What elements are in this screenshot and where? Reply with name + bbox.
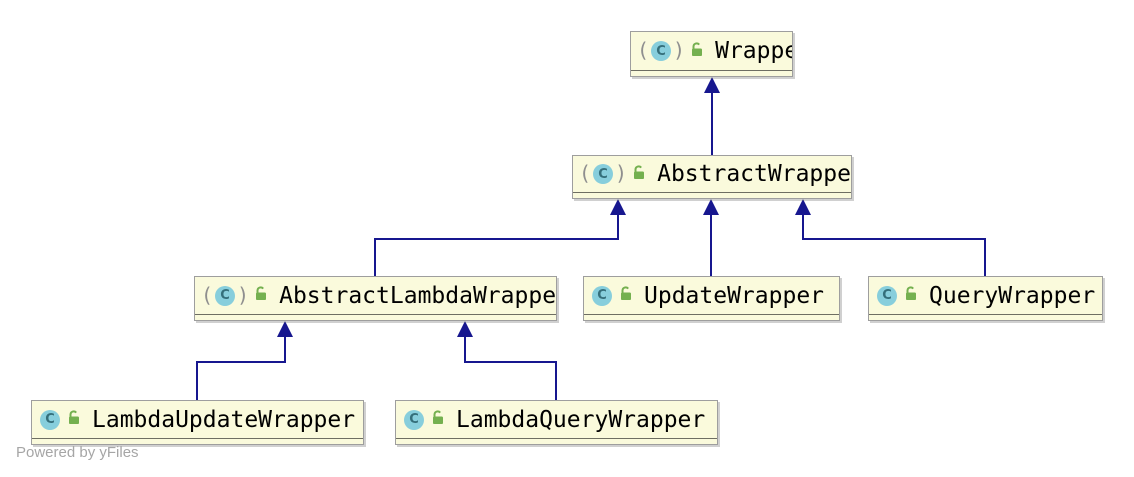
inheritance-edge-LambdaUpdateWrapper-to-AbstractLambdaWrapper — [196, 321, 293, 400]
members-compartment-separator — [396, 438, 717, 444]
members-compartment-separator — [869, 314, 1102, 320]
class-node-header: (C) AbstractLambdaWrapper — [195, 277, 556, 314]
class-node-header: (C) AbstractWrapper — [573, 156, 851, 192]
class-icon: C — [651, 41, 672, 61]
class-name-label: LambdaUpdateWrapper — [92, 406, 356, 433]
abstract-marker-close: ) — [237, 282, 250, 307]
class-name-label: Wrapper — [715, 38, 792, 64]
class-icon: C — [593, 164, 614, 184]
class-node-header: C QueryWrapper — [869, 277, 1102, 314]
class-icon: C — [404, 409, 424, 430]
class-name-label: AbstractWrapper — [657, 161, 851, 187]
class-node-LambdaUpdateWrapper[interactable]: C LambdaUpdateWrapper — [31, 400, 364, 445]
class-icon: C — [40, 409, 60, 430]
abstract-marker-open: ( — [579, 161, 592, 185]
members-compartment-separator — [584, 314, 839, 320]
class-node-header: C LambdaQueryWrapper — [396, 401, 717, 438]
unlock-icon — [631, 164, 647, 185]
members-compartment-separator — [573, 192, 851, 198]
unlock-icon — [903, 285, 919, 306]
members-compartment-separator — [32, 438, 363, 444]
class-node-header: (C) Wrapper — [631, 32, 792, 70]
inheritance-edge-AbstractLambdaWrapper-to-AbstractWrapper — [374, 199, 626, 276]
abstract-marker-open: ( — [201, 282, 214, 307]
unlock-icon — [618, 285, 634, 306]
members-compartment-separator — [631, 70, 792, 76]
inheritance-edge-LambdaQueryWrapper-to-AbstractLambdaWrapper — [457, 321, 557, 400]
class-node-UpdateWrapper[interactable]: C UpdateWrapper — [583, 276, 840, 321]
unlock-icon — [430, 409, 446, 430]
class-node-Wrapper[interactable]: (C) Wrapper — [630, 31, 793, 77]
abstract-marker-close: ) — [673, 38, 686, 62]
class-node-QueryWrapper[interactable]: C QueryWrapper — [868, 276, 1103, 321]
class-node-header: C UpdateWrapper — [584, 277, 839, 314]
class-name-label: UpdateWrapper — [644, 282, 825, 309]
class-icon: C — [592, 285, 612, 306]
abstract-marker-close: ) — [615, 161, 628, 185]
unlock-icon — [689, 41, 705, 62]
members-compartment-separator — [195, 314, 556, 320]
class-name-label: AbstractLambdaWrapper — [279, 282, 556, 309]
class-node-header: C LambdaUpdateWrapper — [32, 401, 363, 438]
class-icon: C — [215, 285, 236, 306]
class-name-label: LambdaQueryWrapper — [456, 406, 706, 433]
unlock-icon — [66, 409, 82, 430]
class-node-LambdaQueryWrapper[interactable]: C LambdaQueryWrapper — [395, 400, 718, 445]
class-node-AbstractWrapper[interactable]: (C) AbstractWrapper — [572, 155, 852, 199]
yfiles-watermark: Powered by yFiles — [16, 444, 139, 461]
inheritance-edge-QueryWrapper-to-AbstractWrapper — [795, 199, 986, 276]
abstract-marker-open: ( — [637, 38, 650, 62]
class-node-AbstractLambdaWrapper[interactable]: (C) AbstractLambdaWrapper — [194, 276, 557, 321]
unlock-icon — [253, 285, 269, 306]
class-icon: C — [877, 285, 897, 306]
class-name-label: QueryWrapper — [929, 282, 1096, 309]
